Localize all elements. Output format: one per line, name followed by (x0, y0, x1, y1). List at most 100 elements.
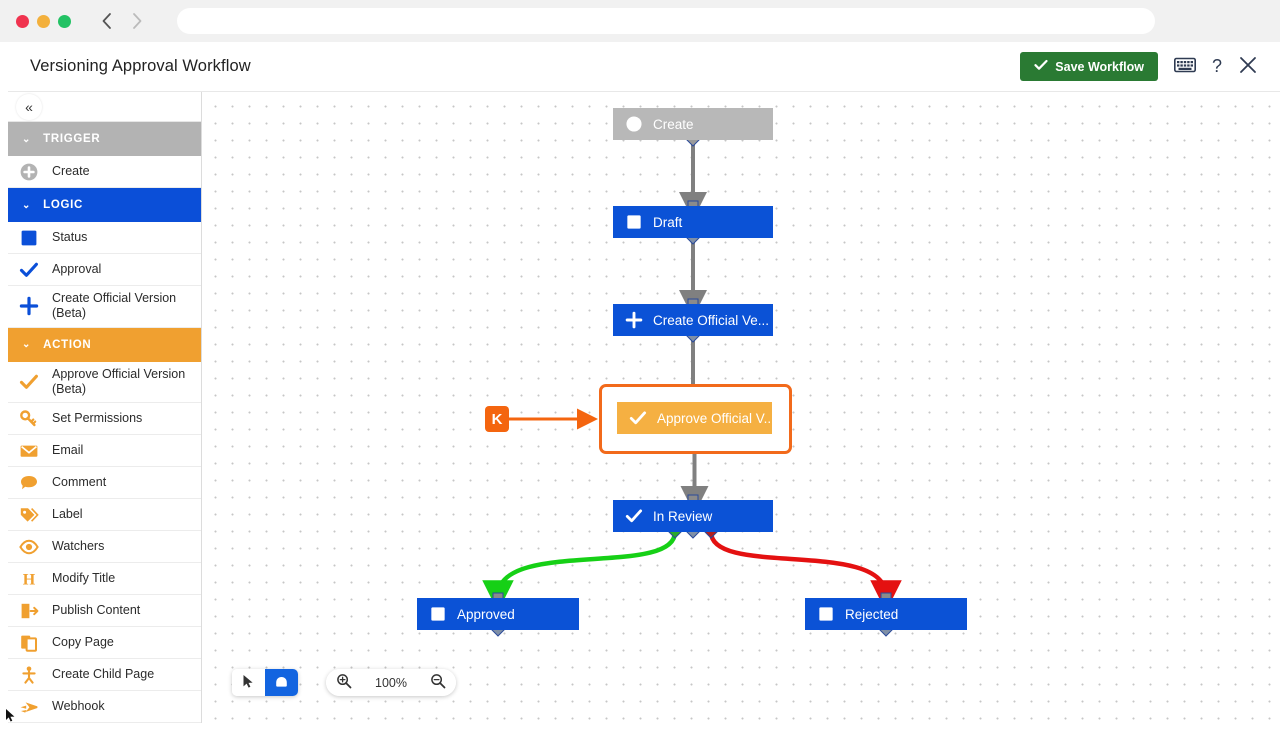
save-workflow-button[interactable]: Save Workflow (1020, 52, 1158, 81)
copy-icon (16, 633, 42, 653)
workflow-node-approved[interactable]: Approved (417, 598, 579, 630)
maximize-window-button[interactable] (58, 15, 71, 28)
zoom-out-icon (430, 673, 446, 692)
sidebar-item-approval[interactable]: Approval (8, 254, 201, 286)
pointer-tool-group (232, 669, 298, 696)
sidebar-item-create-child-page[interactable]: Create Child Page (8, 659, 201, 691)
zoom-in-icon (336, 673, 352, 692)
sidebar-item-webhook[interactable]: Webhook (8, 691, 201, 723)
url-bar[interactable] (177, 8, 1155, 34)
header-actions: Save Workflow (1020, 52, 1258, 81)
workflow-node-label: Rejected (845, 607, 898, 622)
sidebar-item-label: Modify Title (52, 571, 115, 586)
comment-icon (16, 473, 42, 493)
workflow-node-createov[interactable]: Create Official Ve... (613, 304, 773, 336)
workflow-node-label: Approved (457, 607, 515, 622)
plus-circle-icon (16, 162, 42, 182)
sidebar-item-email[interactable]: Email (8, 435, 201, 467)
workflow-node-create[interactable]: Create (613, 108, 773, 140)
browser-nav (99, 10, 145, 32)
heading-icon: H (16, 569, 42, 589)
chevron-down-icon: ⌄ (22, 339, 31, 350)
sidebar-item-label: Comment (52, 475, 106, 490)
zoom-out-button[interactable] (420, 669, 456, 696)
workflow-node-label: In Review (653, 509, 712, 524)
chevron-down-icon: ⌄ (22, 200, 31, 211)
square-icon (429, 605, 447, 623)
sidebar-item-approve-official-version-beta[interactable]: Approve Official Version (Beta) (8, 362, 201, 404)
zoom-in-button[interactable] (326, 669, 362, 696)
close-button[interactable] (1238, 55, 1258, 78)
app-header: Versioning Approval Workflow Save Workfl… (8, 42, 1280, 92)
sidebar-item-comment[interactable]: Comment (8, 467, 201, 499)
traffic-lights (16, 15, 71, 28)
sidebar-item-label: Email (52, 443, 83, 458)
plus-icon (16, 296, 42, 316)
sidebar-item-label: Webhook (52, 699, 105, 714)
plus-circle-icon (625, 115, 643, 133)
sidebar-item-label: Copy Page (52, 635, 114, 650)
sidebar-section-label: ACTION (43, 339, 91, 351)
sidebar-item-label: Watchers (52, 539, 104, 554)
check-icon (1034, 59, 1048, 74)
sidebar-item-status[interactable]: Status (8, 222, 201, 254)
check-icon (625, 507, 643, 525)
workflow-node-draft[interactable]: Draft (613, 206, 773, 238)
sidebar-item-label: Create (52, 164, 90, 179)
sidebar-item-create[interactable]: Create (8, 156, 201, 188)
square-icon (817, 605, 835, 623)
sidebar-item-label: Create Official Version (Beta) (52, 291, 193, 322)
sidebar-item-label: Create Child Page (52, 667, 154, 682)
collapse-sidebar-button[interactable]: « (16, 94, 42, 120)
minimize-window-button[interactable] (37, 15, 50, 28)
chevron-down-icon: ⌄ (22, 134, 31, 145)
forward-icon[interactable] (129, 10, 145, 32)
back-icon[interactable] (99, 10, 115, 32)
workflow-node-approveov[interactable]: Approve Official V... (617, 402, 772, 434)
sidebar-section-logic[interactable]: ⌄ LOGIC (8, 188, 201, 222)
sidebar-item-set-permissions[interactable]: Set Permissions (8, 403, 201, 435)
key-icon (16, 409, 42, 429)
help-button[interactable]: ? (1212, 56, 1222, 77)
sidebar-item-create-official-version-beta[interactable]: Create Official Version (Beta) (8, 286, 201, 328)
svg-text:H: H (23, 571, 36, 588)
select-tool-button[interactable] (232, 669, 265, 696)
hand-icon (274, 674, 289, 692)
workflow-edge-inreview-to-approved[interactable] (498, 532, 675, 596)
close-window-button[interactable] (16, 15, 29, 28)
sidebar-section-label: TRIGGER (43, 133, 100, 145)
square-icon (16, 228, 42, 248)
zoom-level-label[interactable]: 100% (362, 676, 420, 690)
cursor-arrow-icon (242, 674, 255, 692)
browser-chrome (0, 0, 1280, 42)
zoom-control-group: 100% (326, 669, 456, 696)
sidebar-item-label: Set Permissions (52, 411, 142, 426)
workflow-edge-inreview-to-rejected[interactable] (711, 532, 886, 596)
sidebar-item-label: Publish Content (52, 603, 140, 618)
sidebar-section-trigger[interactable]: ⌄ TRIGGER (8, 122, 201, 156)
sidebar-section-action[interactable]: ⌄ ACTION (8, 328, 201, 362)
sidebar-item-label[interactable]: Label (8, 499, 201, 531)
eye-icon (16, 537, 42, 557)
sidebar-section-label: LOGIC (43, 199, 83, 211)
keyboard-shortcuts-button[interactable] (1174, 57, 1196, 76)
workflow-node-label: Create Official Ve... (653, 313, 769, 328)
workflow-node-label: Draft (653, 215, 682, 230)
workflow-node-rejected[interactable]: Rejected (805, 598, 967, 630)
window-left-edge (0, 42, 8, 723)
sidebar-item-publish-content[interactable]: Publish Content (8, 595, 201, 627)
check-icon (16, 260, 42, 280)
workflow-node-inreview[interactable]: In Review (613, 500, 773, 532)
sidebar-item-modify-title[interactable]: H Modify Title (8, 563, 201, 595)
mouse-cursor (5, 708, 17, 724)
check-icon (629, 409, 647, 427)
check-icon (16, 372, 42, 392)
pan-tool-button[interactable] (265, 669, 298, 696)
sidebar-item-label: Approve Official Version (Beta) (52, 367, 193, 398)
sidebar-item-watchers[interactable]: Watchers (8, 531, 201, 563)
sidebar-item-copy-page[interactable]: Copy Page (8, 627, 201, 659)
webhook-icon (16, 697, 42, 717)
